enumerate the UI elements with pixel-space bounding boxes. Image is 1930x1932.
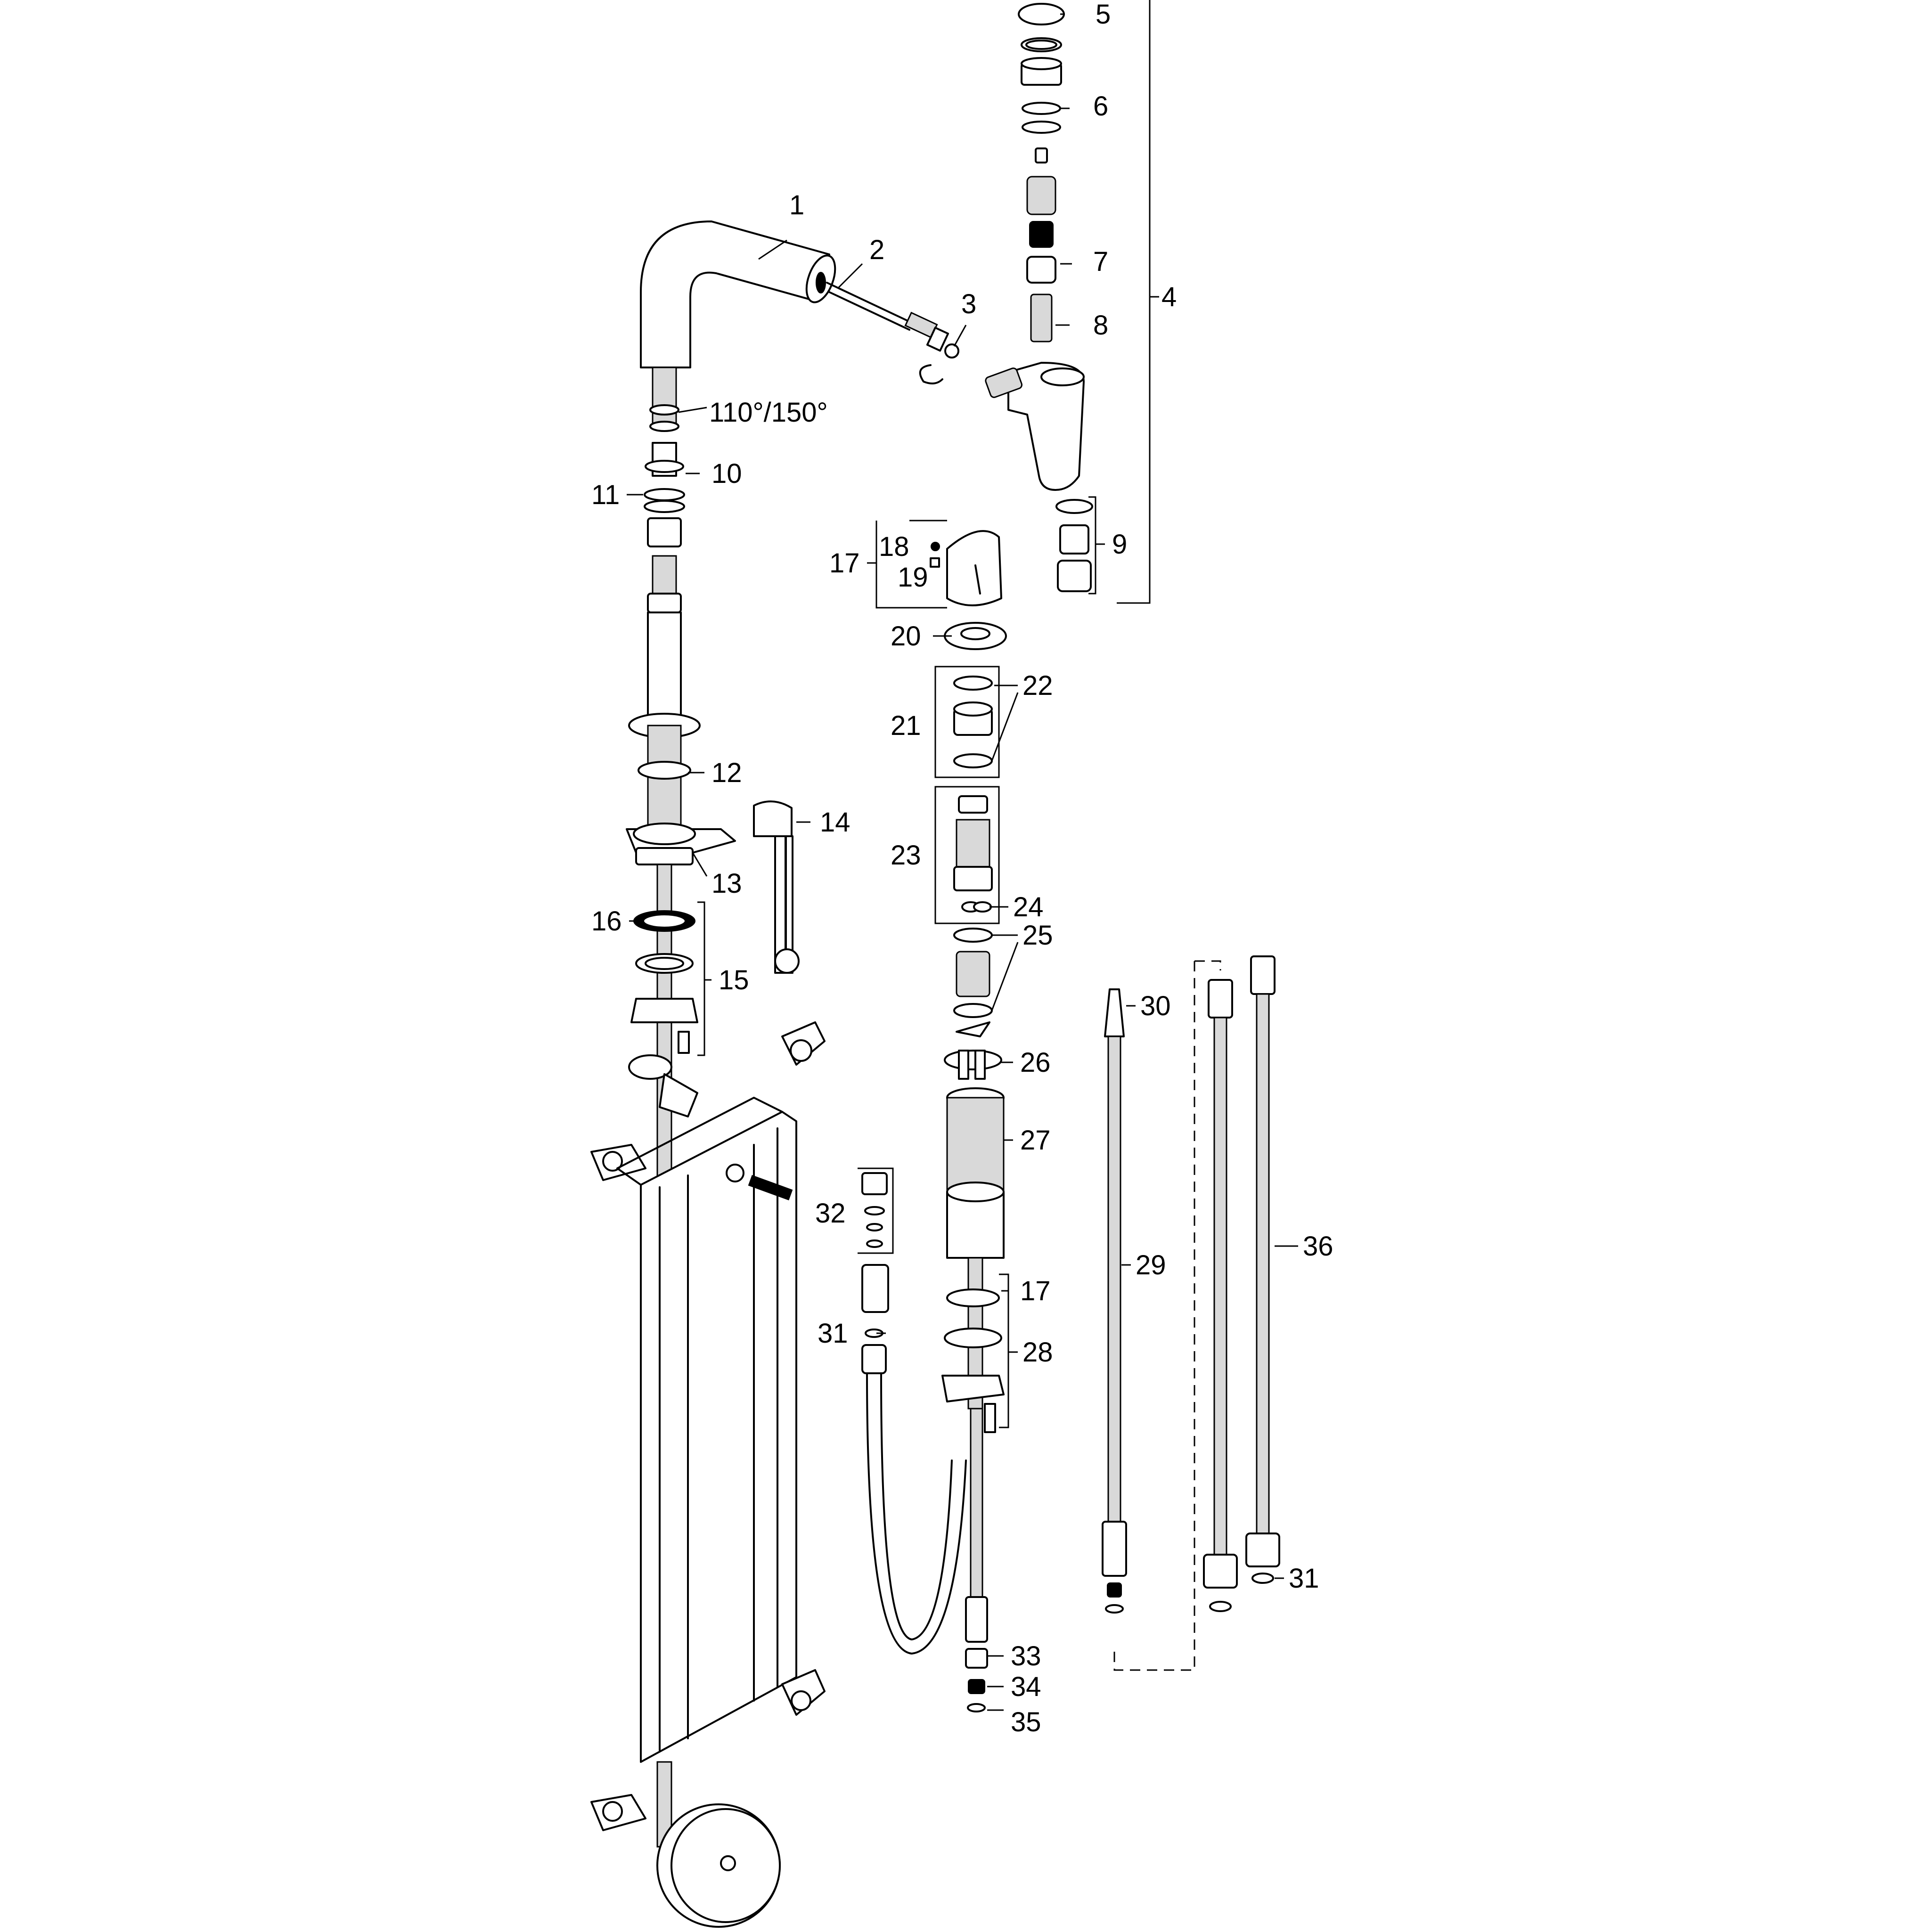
- callout-17b: 17: [1020, 1276, 1051, 1306]
- leader-lines: [627, 13, 1298, 1711]
- supply-hose-36b: [1245, 955, 1280, 1584]
- shutoff-hose-part: [861, 1172, 988, 1712]
- callout-20: 20: [891, 621, 921, 652]
- counterweight-part: [656, 1803, 781, 1928]
- clip-part: [919, 364, 943, 384]
- mounting-panel: [616, 1097, 797, 1763]
- callout-9: 9: [1112, 529, 1127, 560]
- callout-25: 25: [1022, 920, 1053, 951]
- hose-part: [826, 282, 949, 352]
- o-ring-part: [944, 343, 959, 359]
- callout-8: 8: [1093, 310, 1108, 341]
- callout-34: 34: [1011, 1671, 1041, 1702]
- supply-hose-29: [1102, 988, 1127, 1614]
- callout-14: 14: [820, 807, 851, 838]
- callout-33: 33: [1011, 1641, 1041, 1671]
- callout-35: 35: [1011, 1707, 1041, 1737]
- aerator-stack: [1018, 3, 1065, 342]
- callout-30: 30: [1140, 991, 1171, 1021]
- callout-31b: 31: [1289, 1563, 1319, 1594]
- aerator-set-part: [1055, 499, 1093, 592]
- callout-2: 2: [869, 235, 884, 265]
- callout-24: 24: [1013, 892, 1044, 922]
- swivel-angle-label: 110°/150°: [709, 397, 828, 428]
- callout-7: 7: [1093, 246, 1108, 277]
- cover-ring-part: [944, 622, 1007, 650]
- callout-36: 36: [1303, 1231, 1333, 1262]
- callout-32: 32: [815, 1198, 846, 1229]
- callout-31a: 31: [818, 1318, 848, 1349]
- callout-11: 11: [591, 480, 620, 510]
- callout-23: 23: [891, 840, 921, 871]
- spray-head-part: [985, 362, 1085, 491]
- callout-16: 16: [591, 906, 622, 937]
- callout-29: 29: [1136, 1250, 1166, 1280]
- callout-28: 28: [1022, 1337, 1053, 1368]
- mounting-wrench-part: [753, 800, 800, 974]
- bracket-lines: [697, 0, 1221, 1671]
- supply-hose-36a: [1203, 979, 1238, 1612]
- callout-18: 18: [879, 531, 909, 562]
- callout-17a: 17: [829, 548, 860, 579]
- washer-set-part: [630, 910, 698, 1054]
- callout-15: 15: [719, 965, 749, 995]
- cartridge-stack: [941, 676, 1005, 1433]
- callout-4: 4: [1161, 282, 1177, 312]
- callout-5: 5: [1096, 0, 1111, 30]
- callout-26: 26: [1020, 1047, 1051, 1078]
- handle-part: [930, 530, 1002, 606]
- spout-part: [640, 220, 836, 368]
- callout-13: 13: [711, 868, 742, 899]
- lower-clamps: [590, 1669, 826, 1848]
- callout-6: 6: [1093, 91, 1108, 122]
- callout-10: 10: [711, 458, 742, 489]
- callout-1: 1: [789, 190, 804, 220]
- callout-labels: 1 2 3 4 5 6 7 8 9 10 11 12 13 14 15 16 1…: [591, 0, 1333, 1737]
- wall-clamps: [590, 1021, 826, 1181]
- callout-22: 22: [1022, 670, 1053, 701]
- callout-21: 21: [891, 710, 921, 741]
- callout-27: 27: [1020, 1125, 1051, 1156]
- callout-12: 12: [711, 758, 742, 788]
- callout-19: 19: [898, 562, 928, 593]
- callout-3: 3: [961, 289, 976, 319]
